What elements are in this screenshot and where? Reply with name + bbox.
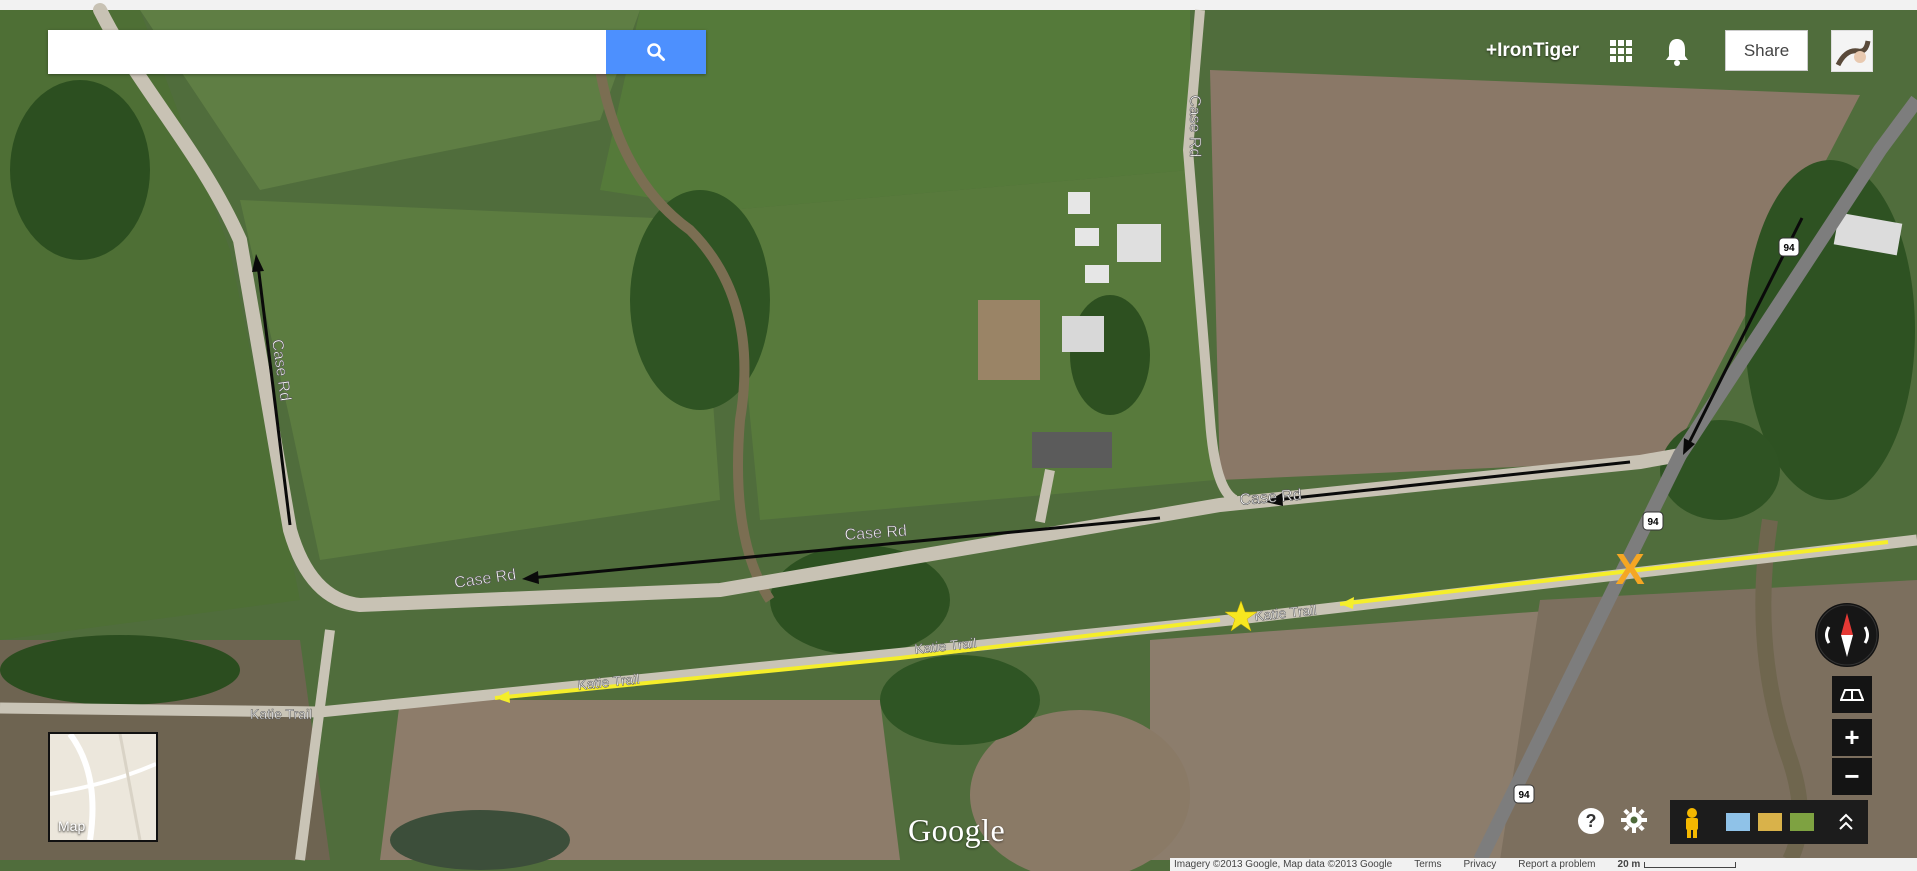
field-north (600, 10, 1190, 210)
user-profile-link[interactable]: +IronTiger (1486, 40, 1580, 61)
pond (390, 810, 570, 870)
route-94-shield: 94 (1513, 784, 1535, 804)
terms-link[interactable]: Terms (1414, 859, 1442, 870)
trail-route-arrowhead (1340, 597, 1354, 609)
map-footer: Imagery ©2013 Google, Map data ©2013 Goo… (1170, 858, 1917, 871)
arrowhead (1683, 438, 1695, 455)
share-button[interactable]: Share (1725, 30, 1808, 71)
search-icon (647, 43, 665, 61)
x-marker: X (1615, 545, 1644, 594)
road-label-case-rd: Case Rd (1239, 487, 1302, 509)
settings-gear-icon[interactable] (1620, 806, 1648, 834)
route-94-shield: 94 (1642, 511, 1664, 531)
star-marker (1224, 600, 1258, 632)
report-problem-link[interactable]: Report a problem (1518, 859, 1596, 870)
compass-icon (1816, 604, 1878, 666)
creek (595, 69, 775, 603)
imagery-tray-content (1686, 808, 1853, 838)
expand-chevrons-icon[interactable] (1839, 813, 1853, 830)
building (1032, 432, 1112, 468)
trail-route-arrowhead (495, 691, 510, 703)
building (1833, 212, 1903, 256)
trail-route-line (494, 540, 1889, 700)
map-thumbnail-image (50, 734, 156, 840)
search-box (48, 30, 706, 74)
plowed-field-north-east (1210, 70, 1860, 480)
building (1068, 192, 1090, 214)
svg-text:94: 94 (1647, 517, 1659, 528)
privacy-link[interactable]: Privacy (1463, 859, 1497, 870)
tree-cluster (880, 655, 1040, 745)
tree-cluster (1070, 295, 1150, 415)
help-button[interactable]: ? (1578, 808, 1604, 834)
building (1062, 316, 1104, 352)
road-label-katie-trail: Katie Trail (577, 671, 641, 693)
pegman-icon[interactable] (1686, 808, 1698, 838)
road-label-case-rd: Case Rd (1186, 95, 1203, 157)
field-west-center (240, 200, 720, 560)
katie-trail-spur (295, 629, 335, 861)
building (1075, 228, 1099, 246)
field-far-south-east (1500, 580, 1917, 860)
road-label-katie-trail: Katie Trail (914, 635, 978, 657)
zoom-in-button[interactable]: + (1832, 719, 1872, 756)
scale-label: 20 m (1617, 859, 1641, 870)
arrowhead (252, 254, 264, 272)
plowed-field-south-east (1150, 610, 1560, 860)
svg-text:94: 94 (1783, 243, 1795, 254)
tilt-button[interactable] (1832, 676, 1872, 713)
avatar[interactable] (1831, 30, 1873, 72)
arrowhead (522, 571, 539, 584)
route-94-shield: 94 (1778, 237, 1800, 257)
arrowhead (1266, 493, 1283, 506)
imagery-thumb-field[interactable] (1790, 813, 1814, 831)
notifications-bell-icon[interactable] (1664, 36, 1690, 66)
scale-bar: 20 m (1618, 859, 1737, 870)
map-thumbnail-label: Map (58, 818, 86, 834)
avatar-image-icon (1832, 31, 1872, 71)
search-button[interactable] (606, 30, 706, 74)
imagery-tray (1670, 800, 1868, 844)
zoom-out-button[interactable]: − (1832, 758, 1872, 795)
road-label-katie-trail: Katie Trail (1254, 602, 1318, 624)
building (1117, 224, 1161, 262)
tree-cluster (630, 190, 770, 410)
map-type-thumbnail[interactable]: Map (48, 732, 158, 842)
google-logo: Google (908, 812, 1006, 848)
case-rd-north (1182, 9, 1238, 505)
imagery-thumb-sky[interactable] (1726, 813, 1750, 831)
case-rd (93, 3, 1687, 613)
tree-cluster (0, 635, 240, 705)
building (1085, 265, 1109, 283)
circular-field (970, 710, 1190, 871)
paddock (978, 300, 1040, 380)
apps-grid-icon[interactable] (1610, 40, 1632, 62)
imagery-attribution: Imagery ©2013 Google, Map data ©2013 Goo… (1174, 859, 1393, 870)
compass-control[interactable] (1815, 603, 1879, 667)
road-route-arrow (1274, 460, 1631, 502)
route-94 (1473, 95, 1917, 864)
katie-trail (0, 534, 1917, 718)
imagery-thumb-wheat[interactable] (1758, 813, 1782, 831)
road-route-arrow (529, 516, 1161, 580)
tilt-icon (1840, 688, 1864, 701)
svg-text:94: 94 (1518, 790, 1530, 801)
driveway (1035, 469, 1055, 523)
scale-line (1644, 861, 1737, 868)
road-label-case-rd: Case Rd (844, 523, 907, 544)
top-edge (0, 0, 1917, 10)
road-label-katie-trail: Katie Trail (250, 706, 312, 722)
road-route-arrow (256, 264, 292, 526)
search-input[interactable] (48, 30, 606, 74)
tree-cluster (10, 80, 150, 260)
